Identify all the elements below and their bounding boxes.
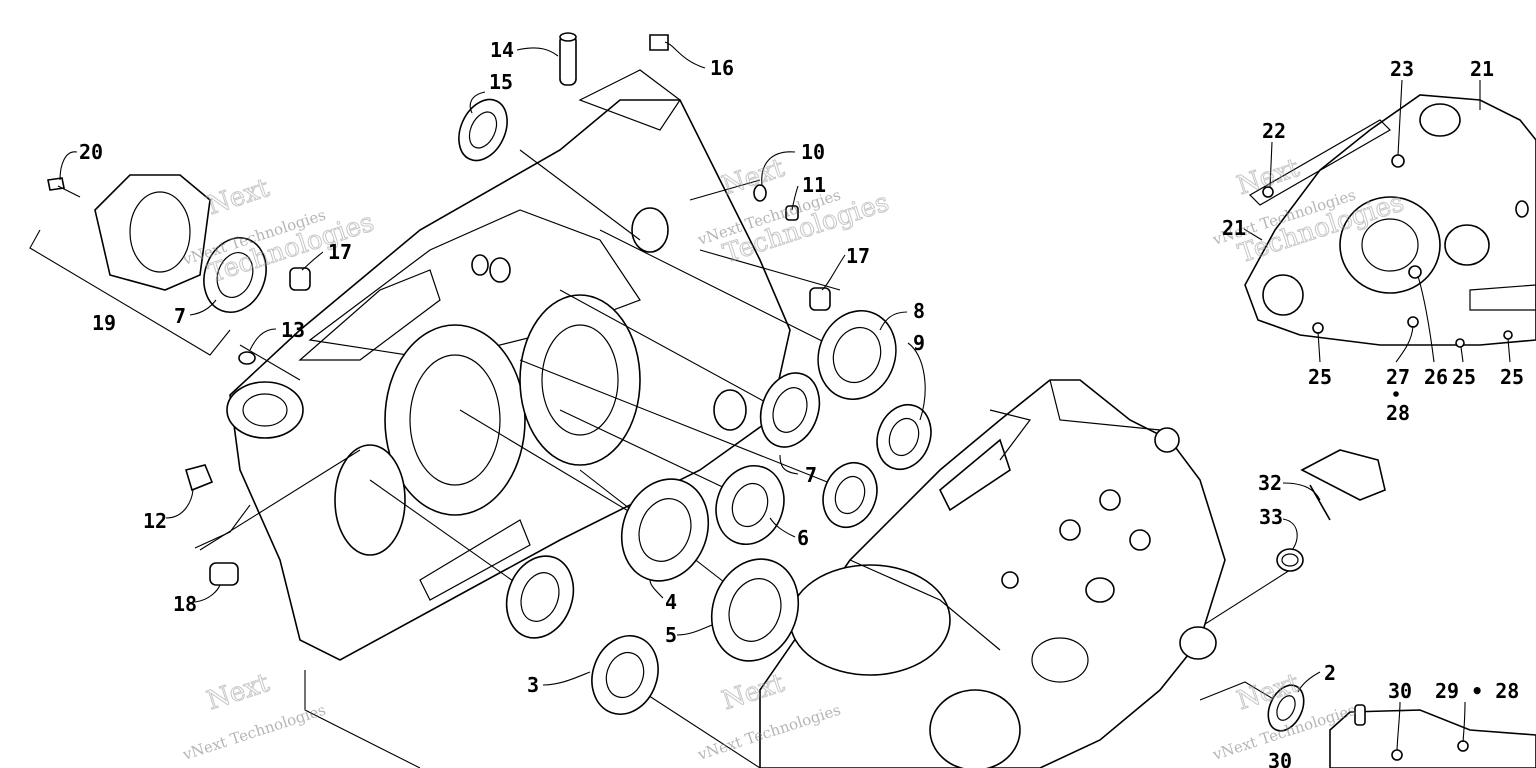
callout-19: 19 — [92, 311, 116, 335]
callout-15: 15 — [489, 70, 513, 94]
right-crankcase-half — [759, 379, 1226, 768]
callout-20: 20 — [79, 140, 103, 164]
left-crankcase-half — [226, 69, 791, 661]
callout-9: 9 — [913, 331, 925, 355]
callout-25: 25 — [1452, 365, 1476, 389]
watermark-line: vNext Technologies — [180, 701, 328, 764]
callout-14: 14 — [490, 38, 514, 62]
callout-10: 10 — [801, 140, 825, 164]
callout-25: 25 — [1308, 365, 1332, 389]
bearings-and-seals — [203, 98, 1305, 732]
callout-30: 30 — [1268, 749, 1292, 768]
callout-17: 17 — [328, 240, 352, 264]
callout-2: 2 — [1324, 661, 1336, 685]
side-cover-lower-right — [1329, 704, 1536, 768]
callout-8: 8 — [913, 299, 925, 323]
callout-33: 33 — [1259, 505, 1283, 529]
callout-26: 26 — [1424, 365, 1448, 389]
callout-28: 28 — [1386, 401, 1410, 425]
callout-32: 32 — [1258, 471, 1282, 495]
callout-numbers: 14 15 16 20 10 11 17 17 19 7 13 8 9 7 12… — [79, 38, 1524, 768]
callout-25: 25 — [1500, 365, 1524, 389]
callout-21: 21 — [1222, 216, 1246, 240]
side-cover-upper-right — [1244, 94, 1536, 348]
callout-12: 12 — [143, 509, 167, 533]
callout-30: 30 — [1388, 679, 1412, 703]
watermark-next: Next — [204, 173, 274, 221]
callout-3: 3 — [527, 673, 539, 697]
callout-18: 18 — [173, 592, 197, 616]
callout-22: 22 — [1262, 119, 1286, 143]
small-hardware — [47, 32, 1386, 586]
callout-21: 21 — [1470, 57, 1494, 81]
watermark-next: Next — [204, 668, 274, 716]
callout-13: 13 — [281, 318, 305, 342]
callout-23: 23 — [1390, 57, 1414, 81]
callout-6: 6 — [797, 526, 809, 550]
callout-5: 5 — [665, 623, 677, 647]
callout-leaders — [59, 41, 1511, 751]
callout-16: 16 — [710, 56, 734, 80]
callout-11: 11 — [802, 173, 826, 197]
callout-7: 7 — [805, 463, 817, 487]
callout-27: 27 — [1386, 365, 1410, 389]
callout-17: 17 — [846, 244, 870, 268]
callout-29-28: 29 • 28 — [1435, 679, 1519, 703]
callout-4: 4 — [665, 590, 677, 614]
callout-7: 7 — [174, 304, 186, 328]
callout-27-28-dot — [1393, 391, 1399, 397]
